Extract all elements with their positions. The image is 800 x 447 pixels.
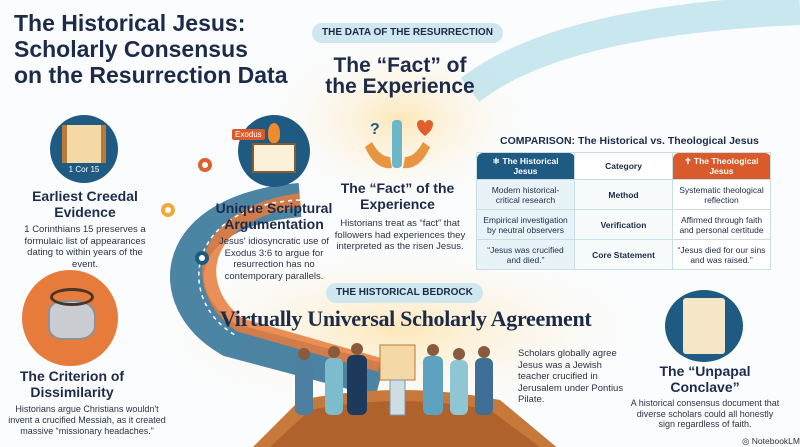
table-row: “Jesus was crucified and died.”Core Stat… <box>476 239 771 270</box>
fact-title: The “Fact” of the Experience <box>340 180 455 212</box>
notebooklm-watermark: ◎ NotebookLM <box>742 436 800 446</box>
table-header-row: ⚛ The Historical Jesus Category ✝ The Th… <box>476 152 771 180</box>
map-pin-icon <box>161 203 175 217</box>
title-line: Scholarly Consensus <box>14 36 248 62</box>
scroll-icon: 1 Cor 15 <box>50 115 118 183</box>
agreement-heading: Virtually Universal Scholarly Agreement <box>220 306 592 331</box>
crown-of-thorns-stone-icon <box>22 270 118 366</box>
notebooklm-logo-icon: ◎ <box>742 436 752 446</box>
map-pin-icon <box>198 158 212 172</box>
historical-bedrock-pill: THE HISTORICAL BEDROCK <box>326 283 483 303</box>
cell: Method <box>574 179 673 210</box>
data-of-resurrection-pill: THE DATA OF THE RESURRECTION <box>312 23 503 43</box>
creedal-title: Earliest Creedal Evidence <box>32 188 138 220</box>
scriptural-body: Jesus' idiosyncratic use of Exodus 3:6 t… <box>218 236 330 282</box>
cell: Systematic theological reflection <box>672 179 771 210</box>
svg-text:?: ? <box>370 121 380 138</box>
creedal-body: 1 Corinthians 15 preserves a formulaic l… <box>24 224 146 270</box>
title-line: on the Resurrection Data <box>14 62 288 88</box>
conclave-body: A historical consensus document that div… <box>630 398 780 429</box>
scholars-text: Scholars globally agree Jesus was a Jewi… <box>518 348 624 405</box>
comparison-table: ⚛ The Historical Jesus Category ✝ The Th… <box>476 152 771 270</box>
header-theological-jesus: ✝ The Theological Jesus <box>672 152 771 180</box>
page-title: The Historical Jesus: Scholarly Consensu… <box>14 10 306 88</box>
cell: Affirmed through faith and personal cert… <box>672 209 771 240</box>
atom-icon: ⚛ <box>492 156 503 166</box>
dissimilarity-body: Historians argue Christians wouldn't inv… <box>8 404 166 436</box>
conclave-title: The “Unpapal Conclave” <box>659 363 751 395</box>
cell: “Jesus was crucified and died.” <box>476 239 575 270</box>
cross-icon: ✝ <box>684 156 694 166</box>
exodus-badge: Exodus <box>232 129 265 140</box>
cell: Modern historical-critical research <box>476 179 575 210</box>
title-line: The Historical Jesus: <box>14 10 246 36</box>
scholars-group-illustration <box>295 343 493 416</box>
cell: Verification <box>574 209 673 240</box>
header-category: Category <box>574 152 673 180</box>
signed-document-icon <box>665 290 743 362</box>
fact-heading: The “Fact” of the Experience <box>325 54 475 98</box>
header-historical-jesus: ⚛ The Historical Jesus <box>476 152 575 180</box>
scriptural-title: Unique Scriptural Argumentation <box>215 200 333 232</box>
scroll-badge: 1 Cor 15 <box>68 165 100 174</box>
dissimilarity-title: The Criterion of Dissimilarity <box>19 368 125 400</box>
open-book-flame-icon <box>238 115 310 187</box>
map-pin-icon <box>195 251 209 265</box>
table-row: Empirical investigation by neutral obser… <box>476 209 771 240</box>
cell: Empirical investigation by neutral obser… <box>476 209 575 240</box>
raised-hands-icon: ? <box>365 120 433 169</box>
cell: Core Statement <box>574 239 673 270</box>
cell: “Jesus died for our sins and was raised.… <box>672 239 771 270</box>
comparison-title: COMPARISON: The Historical vs. Theologic… <box>500 135 759 147</box>
fact-body: Historians treat as “fact” that follower… <box>334 218 466 252</box>
